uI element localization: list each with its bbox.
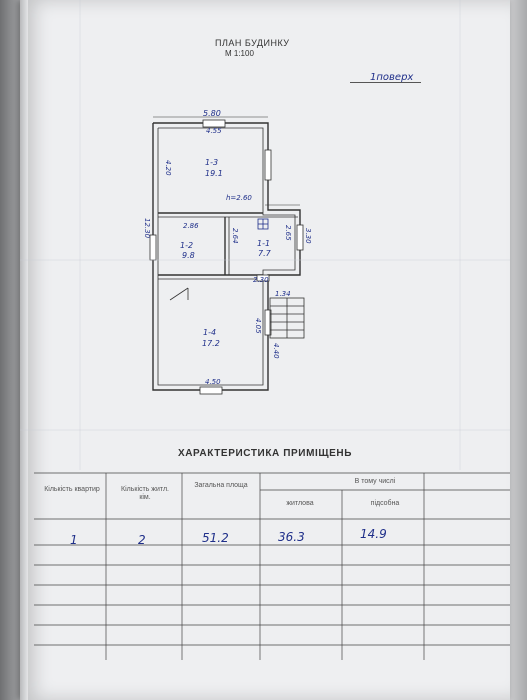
table-title: ХАРАКТЕРИСТИКА ПРИМІЩЕНЬ	[177, 448, 353, 459]
dim-right-lower2: 4.40	[272, 343, 280, 359]
dim-corr-width: 2.30	[253, 276, 269, 284]
floor-plan: 1-3 19.1 1-2 9.8 1-1 7.7 1-4 17.2 5.80 4…	[143, 109, 312, 395]
dim-height: h=2.60	[226, 194, 252, 202]
external-stairs	[269, 297, 305, 339]
room-1-2-area: 9.8	[182, 251, 195, 260]
dim-right-lower: 4.05	[254, 318, 262, 334]
window-right-low	[264, 309, 272, 336]
cell-living: 36.3	[278, 530, 305, 544]
room-1-4-id: 1-4	[203, 328, 216, 337]
room-1-3-id: 1-3	[205, 158, 218, 167]
plan-title: ПЛАН БУДИНКУ	[215, 38, 290, 48]
room-1-2-id: 1-2	[180, 241, 193, 250]
header-living: житлова	[286, 500, 314, 507]
sheet-edge	[20, 0, 28, 700]
floor-label: 1поверх	[349, 72, 422, 83]
stair-diagonal	[169, 287, 189, 301]
dim-left-total: 12.30	[143, 218, 151, 239]
room-1-4-area: 17.2	[202, 339, 220, 348]
dim-top-inner: 4.55	[206, 127, 222, 135]
header-rooms: Кількість житл. кім.	[121, 486, 169, 501]
dim-left-upper: 4.20	[164, 160, 172, 176]
dim-stair-width: 1.34	[275, 290, 291, 298]
cell-rooms: 2	[138, 533, 146, 547]
door-stair	[256, 274, 270, 282]
window-bottom	[199, 386, 223, 395]
header-group: В тому числі	[354, 478, 396, 485]
room-1-3-area: 19.1	[205, 169, 223, 178]
room-1-1-id: 1-1	[257, 239, 270, 248]
dim-mid-h1: 2.64	[231, 228, 239, 244]
document-sheet: ПЛАН БУДИНКУ М 1:100 1поверх	[20, 0, 510, 700]
cell-total: 51.2	[202, 531, 229, 545]
inner-wall-line	[157, 127, 296, 386]
window-right-mid	[296, 224, 304, 251]
header-apartments: Кількість квартир	[44, 486, 100, 493]
dim-right-total: 3.30	[304, 228, 312, 244]
characteristics-table	[20, 0, 510, 660]
dim-top-outer: 5.80	[203, 109, 221, 118]
header-utility: підсобна	[370, 500, 400, 507]
window-right-top	[264, 149, 272, 181]
dim-mid-width: 2.86	[183, 222, 199, 230]
window-top	[202, 119, 226, 128]
room-1-1-area: 7.7	[258, 249, 272, 258]
dim-mid-h2: 2.65	[284, 225, 292, 241]
dim-bottom-inner: 4.50	[205, 378, 221, 386]
cell-utility: 14.9	[360, 527, 387, 541]
cell-apartments: 1	[70, 533, 78, 547]
hatch-mark	[257, 218, 269, 230]
plan-scale: М 1:100	[225, 49, 254, 58]
header-total-area: Загальна площа	[194, 482, 248, 489]
